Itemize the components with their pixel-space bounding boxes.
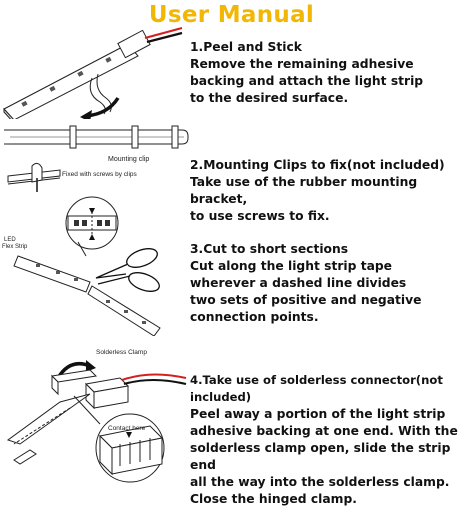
mounting-clip-illustration: Mounting clip Fixed with screws by clips xyxy=(4,125,189,192)
mounting-clip-label: Mounting clip xyxy=(108,156,149,163)
contact-here-label: Contact here xyxy=(108,425,146,432)
step-4-heading: 4.Take use of solderless connector(not i… xyxy=(190,373,443,404)
step-1-text: 1.Peel and Stick Remove the remaining ad… xyxy=(190,39,460,107)
step-4-text: 4.Take use of solderless connector(not i… xyxy=(190,372,462,508)
step-1-body: Remove the remaining adhesive backing an… xyxy=(190,57,424,105)
step-4-body: Peel away a portion of the light strip a… xyxy=(190,407,458,506)
fixed-with-screws-label: Fixed with screws by clips xyxy=(62,171,138,178)
step-2-body: Take use of the rubber mounting bracket,… xyxy=(190,175,418,223)
page-title: User Manual xyxy=(148,2,315,28)
step-1-heading: 1.Peel and Stick xyxy=(190,40,302,54)
peel-and-stick-illustration xyxy=(3,26,183,119)
step-2-heading: 2.Mounting Clips to fix(not included) xyxy=(190,158,445,172)
solderless-connector-illustration: Solderless Clamp Contact here xyxy=(6,349,187,483)
step-3-text: 3.Cut to short sections Cut along the li… xyxy=(190,241,460,326)
step-3-body: Cut along the light strip tape wherever … xyxy=(190,259,422,324)
solderless-clamp-label: Solderless Clamp xyxy=(96,349,147,356)
step-2-text: 2.Mounting Clips to fix(not included) Ta… xyxy=(190,157,460,225)
step-3-heading: 3.Cut to short sections xyxy=(190,242,349,256)
